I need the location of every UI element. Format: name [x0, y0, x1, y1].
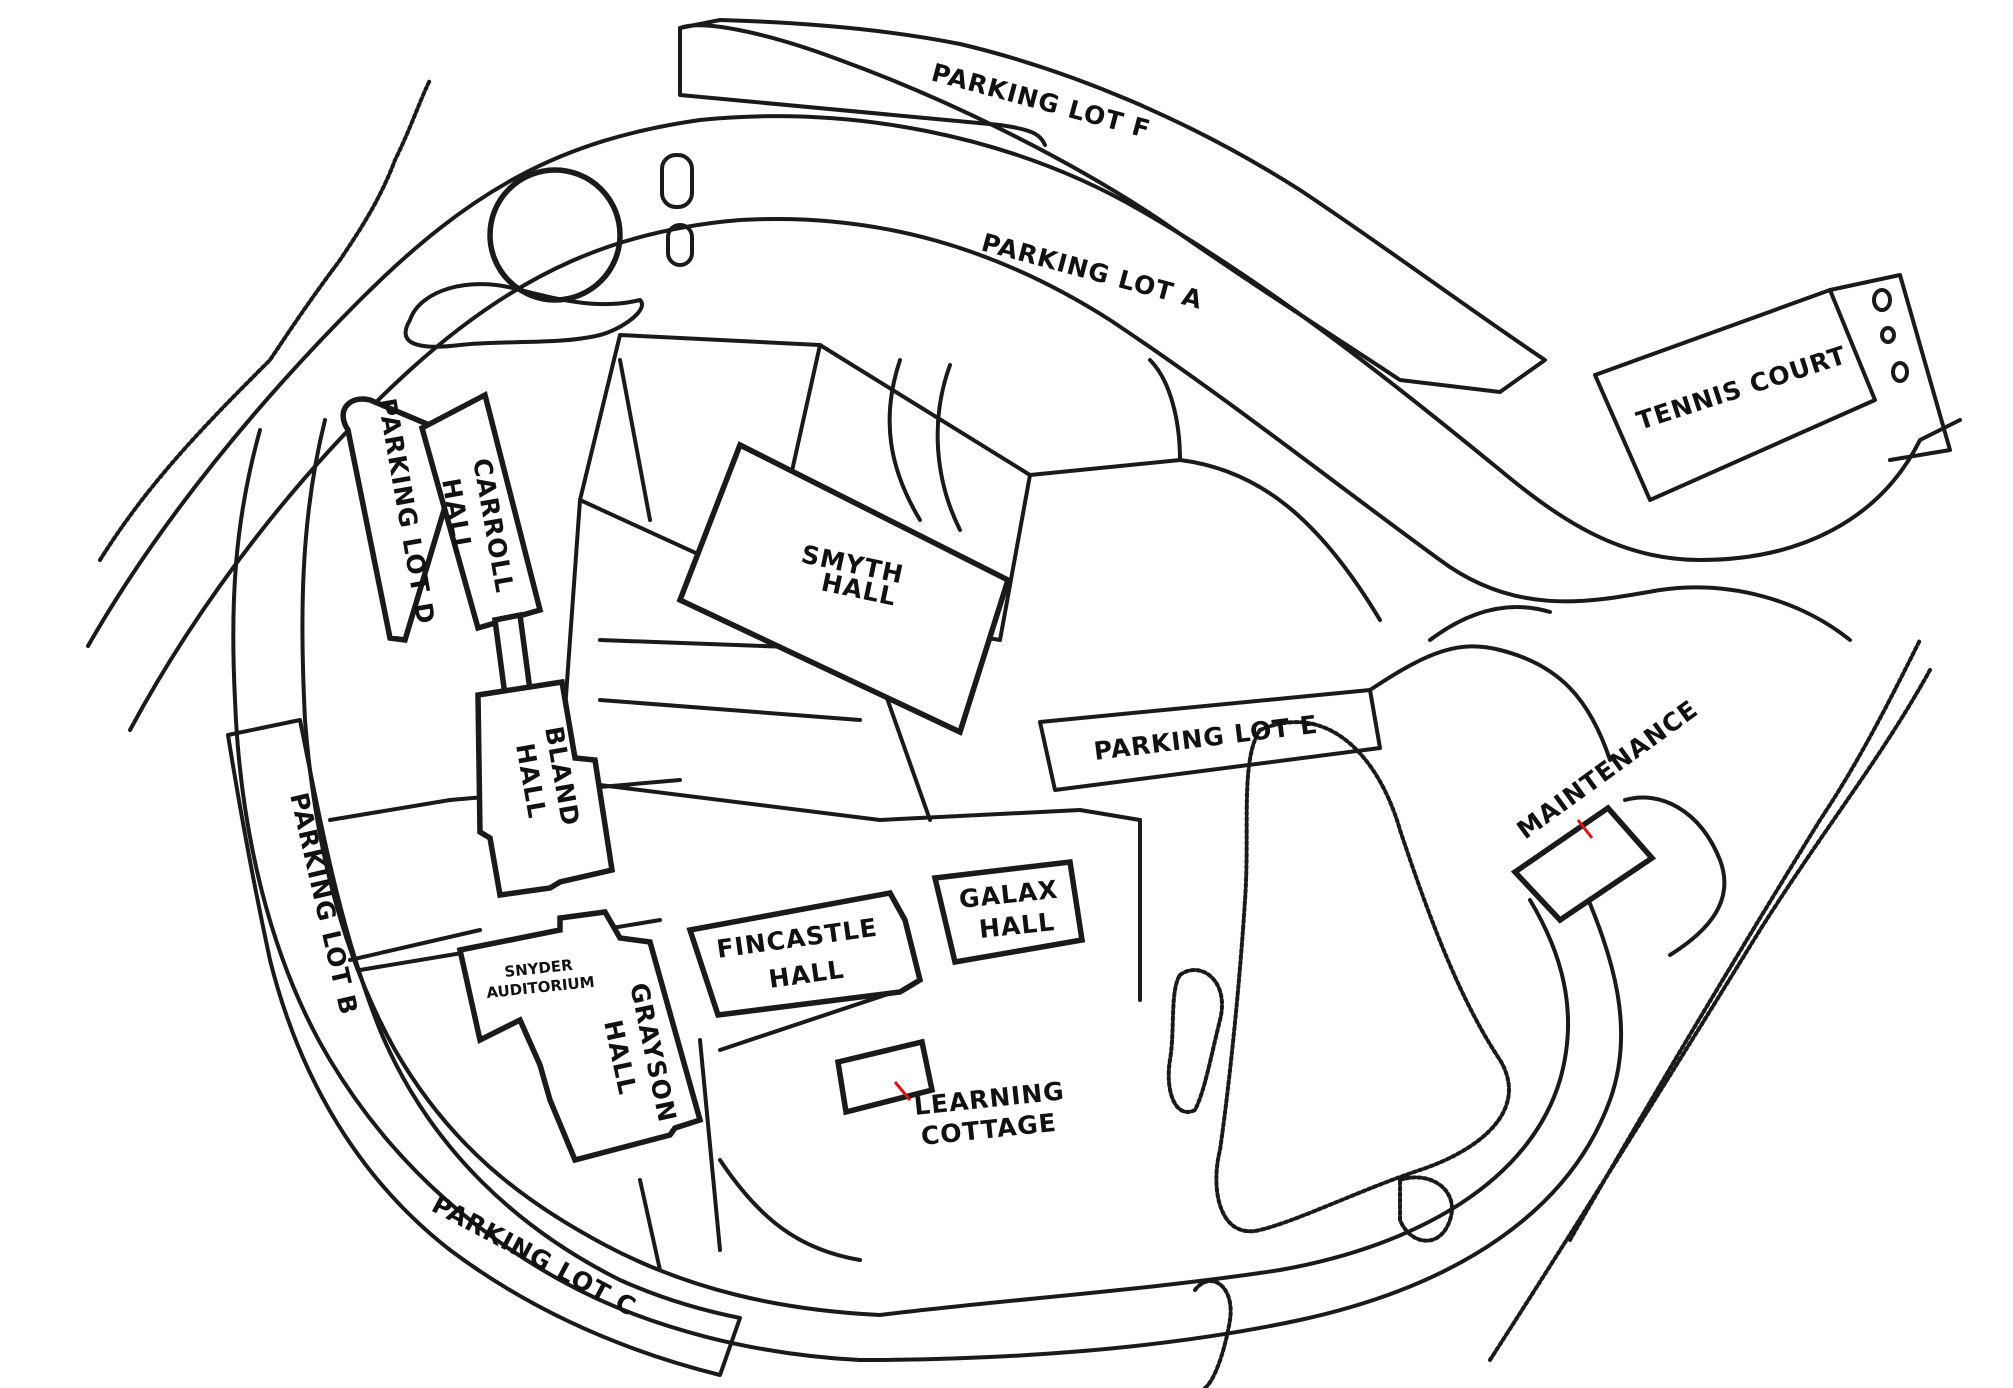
label-parking-lot-b: PARKING LOT B	[284, 790, 363, 1018]
label-parking-lot-a: PARKING LOT A	[978, 228, 1206, 315]
buildings	[340, 390, 1727, 1164]
fincastle-hall[interactable]	[686, 889, 924, 1019]
smyth-hall[interactable]	[676, 441, 1012, 736]
tennis-court-area	[1593, 288, 1877, 502]
road-network	[86, 18, 1962, 1388]
learning-cottage[interactable]	[834, 1038, 936, 1116]
label-tennis-court: TENNIS COURT	[1633, 340, 1850, 435]
label-parking-lot-e: PARKING LOT E	[1092, 710, 1319, 766]
parking-lot-b-c-strip	[226, 718, 742, 1377]
carroll-hall[interactable]	[418, 390, 544, 632]
outer-ring-road	[86, 114, 1962, 648]
bland-hall[interactable]	[475, 678, 616, 899]
traffic-circle	[487, 167, 623, 303]
tree-line-northwest	[98, 78, 432, 562]
wooded-area	[1214, 720, 1511, 1234]
maintenance-marker	[1576, 819, 1594, 839]
grayson-hall[interactable]	[456, 909, 704, 1164]
galax-hall[interactable]	[931, 858, 1086, 966]
label-parking-lot-f: PARKING LOT F	[928, 58, 1153, 144]
tree-line-east-2	[1488, 668, 1932, 1362]
maintenance-building[interactable]	[1510, 804, 1657, 924]
parking-lot-f-area	[678, 18, 1547, 394]
parking-lot-e-area	[1038, 688, 1382, 792]
learning-cottage-marker	[893, 1081, 912, 1101]
